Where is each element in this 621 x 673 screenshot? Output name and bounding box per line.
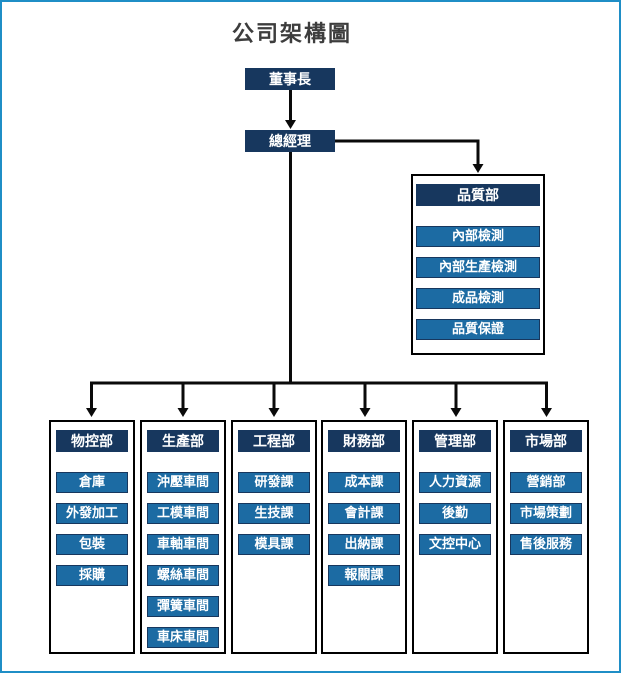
department-item-box: 採購 [56,565,128,586]
department-item-box: 文控中心 [419,534,491,555]
page-title: 公司架構圖 [231,21,352,46]
department-header: 工程部 [238,430,310,452]
department-container: 物控部倉庫外發加工包裝採購 [49,420,135,654]
department-item-box: 營銷部 [510,472,582,493]
department-item-box: 車床車間 [147,627,219,648]
department-item-box: 會計課 [328,503,400,524]
department-item-box: 包裝 [56,534,128,555]
department-item-box: 報關課 [328,565,400,586]
department-header: 財務部 [328,430,400,452]
department-item-box: 外發加工 [56,503,128,524]
department-header: 物控部 [56,430,128,452]
quality-item-box: 內部生產檢測 [416,257,540,278]
quality-item-box: 內部檢測 [416,226,540,247]
quality-item-box: 品質保證 [416,319,540,340]
department-header: 市場部 [510,430,582,452]
department-item-box: 後勤 [419,503,491,524]
department-container: 市場部營銷部市場策劃售後服務 [503,420,589,654]
department-item-box: 售後服務 [510,534,582,555]
department-item-box: 人力資源 [419,472,491,493]
department-item-box: 倉庫 [56,472,128,493]
department-header: 生產部 [147,430,219,452]
department-item-box: 螺絲車間 [147,565,219,586]
chairman-box: 董事長 [245,68,335,90]
department-container: 財務部成本課會計課出納課報關課 [321,420,407,654]
department-item-box: 出納課 [328,534,400,555]
general-manager-box: 總經理 [245,130,335,152]
quality-department-header: 品質部 [416,184,540,206]
department-item-box: 工模車間 [147,503,219,524]
department-item-box: 成本課 [328,472,400,493]
department-item-box: 模具課 [238,534,310,555]
department-item-box: 研發課 [238,472,310,493]
quality-department-container: 品質部 內部檢測內部生產檢測成品檢測品質保證 [411,174,545,355]
department-container: 生產部沖壓車間工模車間車軸車間螺絲車間彈簧車間車床車間 [140,420,226,654]
department-container: 工程部研發課生技課模具課 [231,420,317,654]
department-item-box: 生技課 [238,503,310,524]
quality-item-box: 成品檢測 [416,288,540,309]
department-container: 管理部人力資源後勤文控中心 [412,420,498,654]
department-item-box: 車軸車間 [147,534,219,555]
department-header: 管理部 [419,430,491,452]
department-item-box: 市場策劃 [510,503,582,524]
department-item-box: 彈簧車間 [147,596,219,617]
department-item-box: 沖壓車間 [147,472,219,493]
